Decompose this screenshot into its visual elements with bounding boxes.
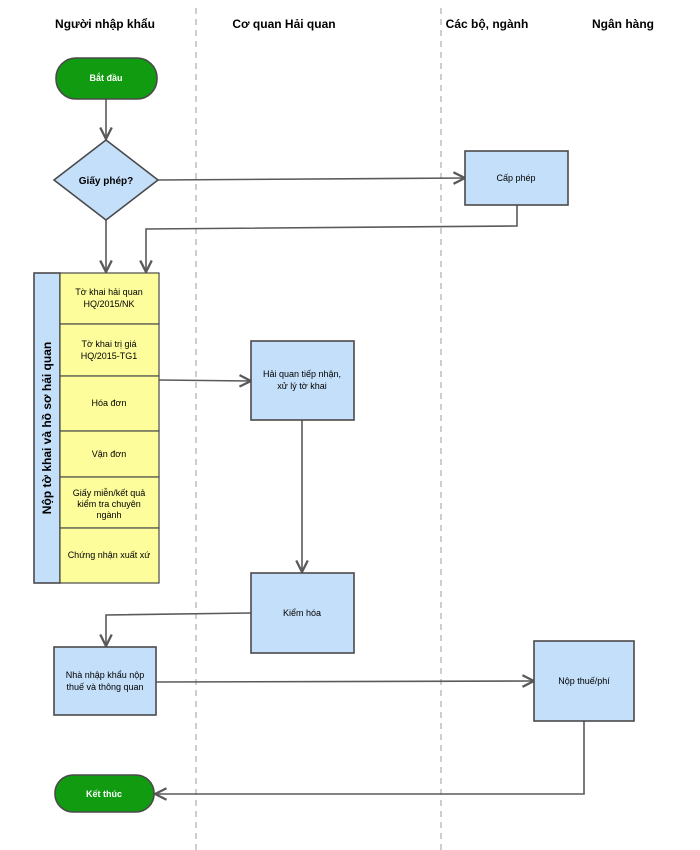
doc-inspection-exemption <box>59 476 160 529</box>
payment-label: Nộp thuế/phí <box>558 676 610 686</box>
customs-receive-line2: xử lý tờ khai <box>277 381 326 391</box>
dossier-group-label: Nộp tờ khai và hồ sơ hải quan <box>40 342 54 514</box>
doc-value-declaration-line2: HQ/2015-TG1 <box>81 351 138 361</box>
doc-inspection-exemption-line2: kiểm tra chuyên <box>77 499 141 509</box>
inspection-box: Kiểm hóa <box>250 572 355 654</box>
end-label: Kết thúc <box>86 789 122 799</box>
lane-header-bank: Ngân hàng <box>592 17 654 31</box>
lane-header-customs: Cơ quan Hải quan <box>232 17 335 31</box>
end-terminal: Kết thúc <box>54 774 155 813</box>
doc-inspection-exemption-line1: Giấy miễn/kết quả <box>73 488 146 498</box>
doc-certificate-of-origin-label: Chứng nhận xuất xứ <box>68 550 151 560</box>
payment-box: Nộp thuế/phí <box>533 640 635 722</box>
connector-decision-to-permit <box>157 178 465 180</box>
connector-permit-to-dossier <box>146 205 518 272</box>
doc-customs-declaration-line1: Tờ khai hải quan <box>75 287 142 297</box>
importer-pay-box: Nhà nhập khẩu nộp thuế và thông quan <box>53 646 157 716</box>
start-label: Bắt đầu <box>89 72 122 83</box>
customs-receive-line1: Hải quan tiếp nhận, <box>263 369 341 379</box>
doc-customs-declaration-line2: HQ/2015/NK <box>83 299 134 309</box>
customs-receive-box: Hải quan tiếp nhận, xử lý tờ khai <box>250 340 355 421</box>
doc-certificate-of-origin <box>59 527 160 584</box>
doc-bill-of-lading-label: Vận đơn <box>92 449 126 459</box>
doc-inspection-exemption-line3: ngành <box>96 510 121 520</box>
inspection-label: Kiểm hóa <box>283 608 321 618</box>
decision-label: Giấy phép? <box>79 175 133 187</box>
permit-label: Cấp phép <box>496 173 535 183</box>
dossier-group: Nộp tờ khai và hồ sơ hải quan Tờ khai hả… <box>33 272 160 584</box>
connector-importer-to-payment <box>155 681 534 682</box>
doc-invoice-label: Hóa đơn <box>92 398 127 408</box>
doc-bill-of-lading <box>59 430 160 478</box>
connector-inspection-to-importer <box>106 612 252 646</box>
permit-box: Cấp phép <box>464 150 569 206</box>
lane-header-importer: Người nhập khẩu <box>55 17 155 31</box>
doc-value-declaration <box>59 323 160 377</box>
connector-dossier-to-customs <box>158 380 251 381</box>
importer-pay-line2: thuế và thông quan <box>66 682 143 692</box>
lane-header-ministries: Các bộ, ngành <box>446 17 529 31</box>
permit-decision: Giấy phép? <box>52 138 160 222</box>
doc-customs-declaration <box>59 272 160 325</box>
connector-payment-to-end <box>155 721 585 794</box>
doc-value-declaration-line1: Tờ khai trị giá <box>82 339 137 349</box>
importer-pay-line1: Nhà nhập khẩu nộp <box>66 670 145 680</box>
start-terminal: Bắt đầu <box>55 57 158 100</box>
doc-invoice <box>59 375 160 432</box>
